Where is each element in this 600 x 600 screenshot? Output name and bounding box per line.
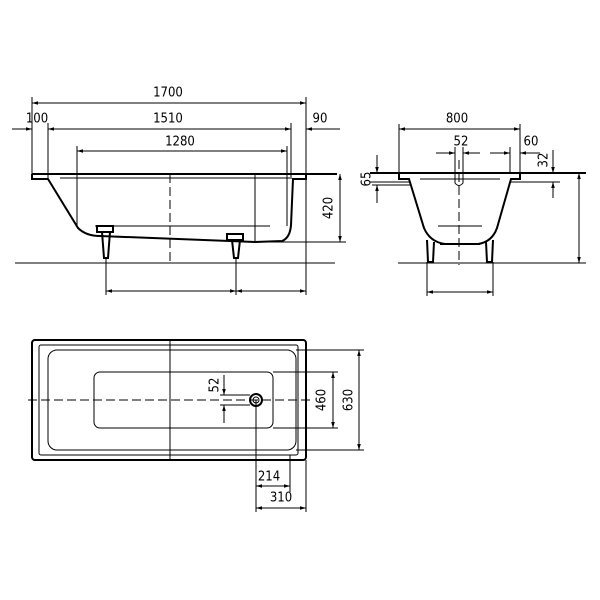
dim-label-1510: 1510 [153,112,183,127]
end-legs [426,239,494,263]
dim-label-1280: 1280 [165,135,195,150]
side-view: 1700 100 1510 90 1280 420 [12,86,346,295]
dim-label-52-plan: 52 [208,378,223,393]
dim-label-60: 60 [524,135,539,150]
plan-view: 52 460 630 214 310 [28,339,364,512]
leg-left [96,225,114,259]
dim-label-420: 420 [322,197,337,219]
dim-label-214: 214 [258,470,280,485]
dim-label-90: 90 [313,112,328,127]
side-tub-outline [31,173,337,244]
dim-label-100: 100 [26,112,48,127]
dim-label-1700: 1700 [153,86,183,101]
dim-label-52: 52 [454,135,469,150]
dim-label-630: 630 [342,389,357,411]
leg-right [226,233,244,259]
dim-label-32: 32 [537,153,552,168]
dim-label-460: 460 [315,389,330,411]
end-view: 800 52 60 32 65 [360,112,586,296]
dim-label-65: 65 [360,172,375,187]
dim-label-800: 800 [446,112,468,127]
dim-label-310: 310 [270,491,292,506]
